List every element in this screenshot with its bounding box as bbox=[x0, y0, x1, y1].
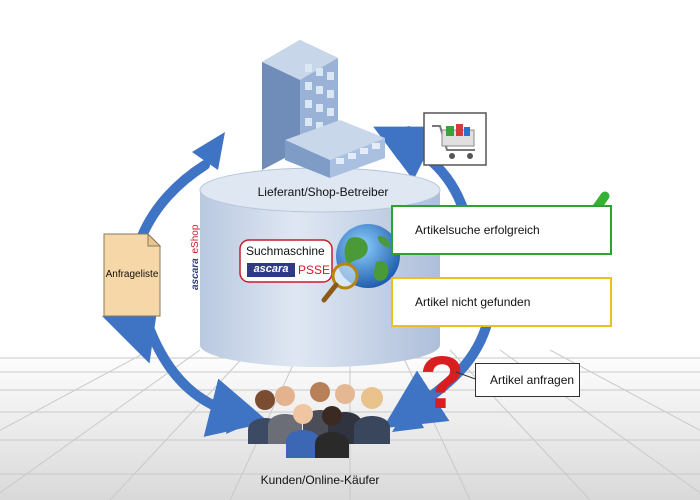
eshop-brand-vertical: ascara eShop bbox=[190, 225, 201, 290]
search-success-box: Artikelsuche erfolgreich bbox=[391, 205, 612, 255]
search-engine-brand: ascara bbox=[253, 263, 289, 275]
request-connector bbox=[455, 371, 479, 381]
arrow-left-down bbox=[145, 325, 270, 437]
arrowhead-bottom-left bbox=[226, 398, 258, 434]
people-group-icon bbox=[248, 382, 390, 458]
search-engine-title: Suchmaschine bbox=[246, 244, 325, 258]
globe-search-icon bbox=[321, 224, 400, 303]
question-mark-icon: ? bbox=[419, 341, 464, 424]
document-icon bbox=[103, 232, 162, 317]
arrowhead-top-left bbox=[192, 132, 225, 170]
shopping-cart-icon bbox=[423, 112, 487, 166]
search-engine-badge bbox=[239, 239, 333, 283]
request-article-box: Artikel anfragen bbox=[475, 363, 580, 397]
request-article-label: Artikel anfragen bbox=[490, 373, 575, 387]
search-success-label: Artikelsuche erfolgreich bbox=[415, 223, 540, 237]
request-list-label: Anfrageliste bbox=[105, 269, 159, 280]
building-icon bbox=[262, 40, 385, 178]
eshop-product: eShop bbox=[190, 224, 201, 254]
floor-grid bbox=[0, 349, 700, 500]
arrowhead-top-right bbox=[378, 126, 410, 160]
eshop-brand: ascara bbox=[190, 258, 201, 290]
customers-label: Kunden/Online-Käufer bbox=[260, 473, 380, 487]
arrowhead-bottom-right bbox=[392, 402, 424, 432]
arrow-right-down bbox=[382, 315, 493, 429]
svg-text:?: ? bbox=[419, 341, 464, 424]
supplier-label: Lieferant/Shop-Betreiber bbox=[257, 185, 389, 199]
not-found-box: Artikel nicht gefunden bbox=[391, 277, 612, 327]
search-engine-product: PSSE bbox=[298, 263, 331, 277]
not-found-label: Artikel nicht gefunden bbox=[415, 295, 531, 309]
